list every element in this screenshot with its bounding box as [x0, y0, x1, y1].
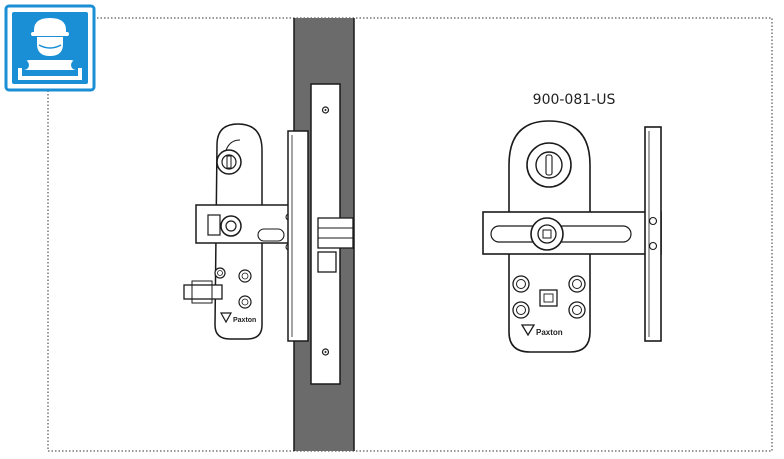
brand-label-right: Paxton [536, 328, 563, 337]
button-icon [214, 267, 226, 279]
latch-bolt [317, 217, 354, 249]
button-icon [568, 275, 586, 293]
button-icon [238, 269, 252, 283]
button-icon [568, 301, 586, 319]
mortise-faceplate [310, 83, 354, 385]
brand-label-left: Paxton [233, 317, 256, 324]
button-icon [512, 275, 530, 293]
mounting-bracket-left [195, 130, 309, 342]
mounting-bracket-right [482, 126, 662, 342]
deadbolt [317, 251, 337, 273]
installer-wrench-icon [18, 18, 82, 80]
installer-badge [4, 4, 96, 92]
handle-spindle [183, 284, 223, 300]
part-number-label: 900-081-US [533, 92, 616, 108]
paxton-logo-icon [219, 312, 233, 324]
dotted-frame [47, 17, 773, 452]
button-icon [512, 301, 530, 319]
status-led-icon [539, 289, 558, 307]
paxton-logo-icon [520, 324, 536, 337]
button-icon [238, 295, 252, 309]
